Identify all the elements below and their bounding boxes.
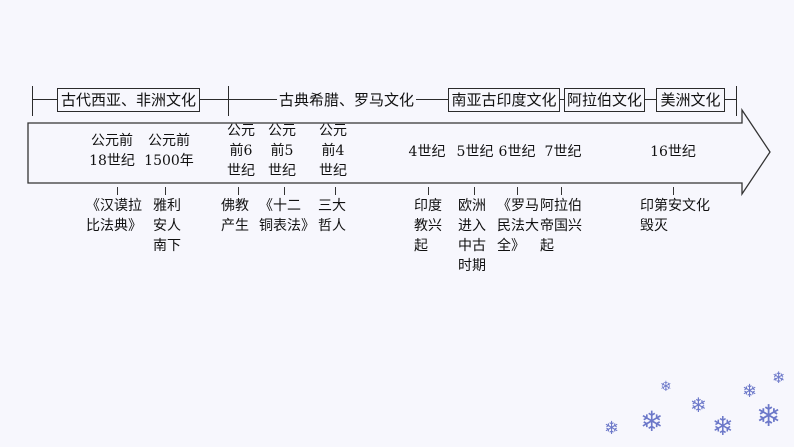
snowflake-icon: ❄ <box>772 370 785 386</box>
snowflake-icon: ❄ <box>604 420 619 438</box>
event-label: 《十二 铜表法》 <box>259 196 315 236</box>
date-label: 16世纪 <box>644 142 702 162</box>
event-tick <box>428 187 429 195</box>
snowflake-icon: ❄ <box>742 383 757 401</box>
event-tick <box>165 187 166 195</box>
snowflake-icon: ❄ <box>690 395 707 415</box>
date-label: 7世纪 <box>538 142 588 162</box>
event-tick <box>335 187 336 195</box>
date-label: 6世纪 <box>492 142 542 162</box>
snowflake-icon: ❄ <box>660 380 672 394</box>
date-label: 公元 前4 世纪 <box>313 121 353 181</box>
event-tick <box>117 187 118 195</box>
event-label: 佛教 产生 <box>221 196 249 236</box>
date-label: 公元前 18世纪 <box>86 131 138 171</box>
date-label: 4世纪 <box>402 142 452 162</box>
event-label: 《罗马 民法大 全》 <box>497 196 539 256</box>
event-label: 阿拉伯 帝国兴 起 <box>540 196 582 256</box>
snowflake-icon: ❄ <box>712 414 734 440</box>
event-label: 《汉谟拉 比法典》 <box>86 196 142 236</box>
event-label: 三大 哲人 <box>318 196 346 236</box>
snowflake-icon: ❄ <box>756 402 781 432</box>
event-tick <box>561 187 562 195</box>
event-tick <box>517 187 518 195</box>
event-tick <box>474 187 475 195</box>
date-label: 公元前 1500年 <box>142 131 196 171</box>
event-label: 雅利 安人 南下 <box>153 196 181 256</box>
date-label: 公元 前5 世纪 <box>262 121 302 181</box>
snowflake-icon: ❄ <box>640 408 663 436</box>
event-tick <box>673 187 674 195</box>
event-label: 印第安文化 毁灭 <box>640 196 710 236</box>
event-label: 印度 教兴 起 <box>414 196 442 256</box>
event-tick <box>284 187 285 195</box>
date-label: 公元 前6 世纪 <box>221 121 261 181</box>
event-label: 欧洲 进入 中古 时期 <box>458 196 486 276</box>
event-tick <box>238 187 239 195</box>
